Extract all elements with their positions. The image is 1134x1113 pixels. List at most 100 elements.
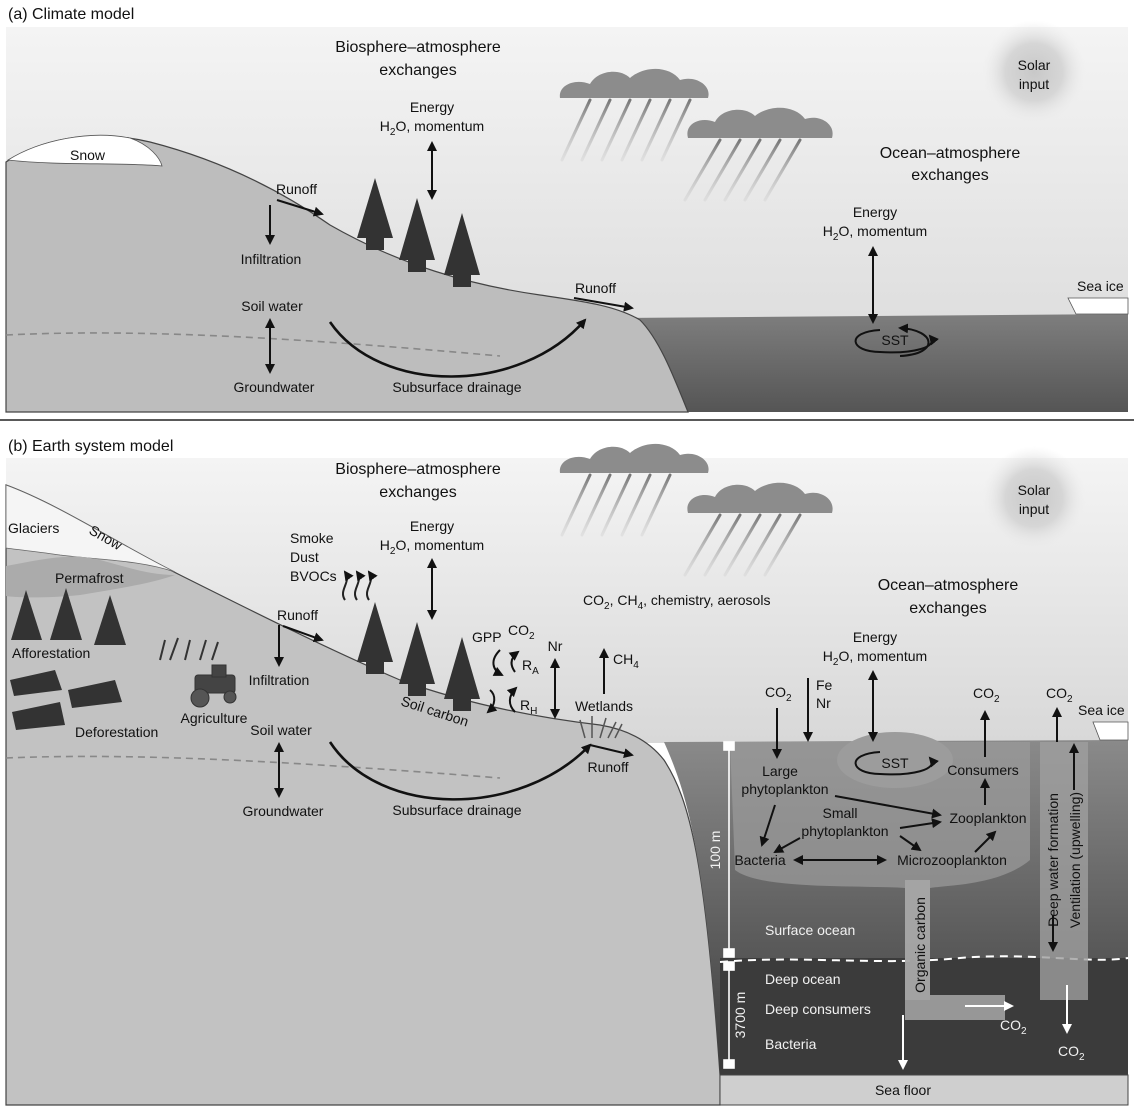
subsurface-drainage-arrow (328, 318, 587, 378)
deep-ocean-label: Deep ocean (765, 971, 841, 987)
sea-ice-label: Sea ice (1077, 278, 1124, 294)
wetlands-grass-icon (579, 716, 623, 739)
h2o-momentum-label: H2O, momentum (380, 118, 484, 138)
smoke-icon (342, 570, 378, 601)
nr-label: Nr (548, 638, 563, 654)
ocean-h2o-momentum-label: H2O, momentum (823, 648, 927, 668)
biosphere-exchanges-label: Biosphere–atmosphere (335, 461, 501, 478)
deforestation-label: Deforestation (75, 724, 158, 740)
energy-label: Energy (410, 99, 454, 115)
permafrost-band (6, 556, 175, 598)
solar-input-label: Solar (1018, 57, 1051, 73)
gpp-label: GPP (472, 629, 502, 645)
cloud-icon (687, 107, 833, 138)
energy-label: Energy (410, 518, 454, 534)
small-phyto-to-zoo-arrow (899, 818, 942, 829)
large-phyto-label: Large (762, 763, 798, 779)
groundwater-label: Groundwater (234, 379, 315, 395)
biosphere-exchanges-label: exchanges (379, 484, 456, 501)
sst-cycle-arrow (898, 323, 930, 357)
infiltration-label: Infiltration (241, 251, 302, 267)
runoff-arrow (276, 199, 324, 217)
afforestation-tree-icon (11, 590, 42, 640)
cloud-icon (559, 68, 709, 98)
trees-a (357, 178, 480, 287)
subsurface-drainage-arrow (328, 741, 592, 801)
consumers-label: Consumers (947, 762, 1019, 778)
rh-label: RH (520, 697, 537, 717)
deep-bacteria-label: Bacteria (765, 1036, 817, 1052)
clouds-b (559, 443, 833, 577)
ocean-energy-label: Energy (853, 629, 897, 645)
land-a (5, 135, 689, 413)
co2-outgassing-label: CO2 (1046, 685, 1073, 705)
subsurface-drainage-label: Subsurface drainage (392, 802, 521, 818)
co2-consumers-label: CO2 (973, 685, 1000, 705)
cloud-icon (687, 482, 833, 513)
small-phyto-to-bacteria-arrow (773, 837, 801, 853)
solar-input-sun-a (982, 20, 1086, 124)
deep-water-formation-label: Deep water formation (1045, 793, 1061, 927)
small-phyto-label: phytoplankton (801, 823, 888, 839)
arrows-b (274, 558, 1079, 952)
sea-floor (719, 1074, 1129, 1106)
sea-ice-a (1067, 297, 1129, 315)
permafrost-label: Permafrost (55, 570, 124, 586)
sst-region-b (837, 732, 953, 788)
organic-carbon-flow (905, 880, 1005, 1020)
sst-label: SST (881, 332, 909, 348)
bacteria-label: Bacteria (734, 852, 786, 868)
small-phyto-to-micro-arrow (899, 835, 922, 852)
large-phyto-to-bacteria-arrow (759, 804, 776, 847)
sst-label: SST (881, 755, 909, 771)
glaciers-label: Glaciers (8, 520, 59, 536)
wetlands-label: Wetlands (575, 698, 633, 714)
afforestation-tree-icon (94, 595, 126, 645)
agriculture-icon (159, 637, 237, 708)
rh-arrow (506, 686, 518, 713)
infiltration-label: Infiltration (249, 672, 310, 688)
ventilation-label: Ventilation (upwelling) (1067, 792, 1083, 928)
panel-a-title: (a) Climate model (8, 6, 134, 23)
tree-icon (444, 213, 480, 287)
solar-input-label: input (1019, 76, 1049, 92)
snow-b (5, 484, 176, 573)
ventilation-column (1040, 742, 1088, 1000)
panel-a: (a) Climate model Biosphere–atmosphere e… (5, 6, 1129, 413)
depth-scale (723, 741, 735, 1069)
biosphere-exchanges-label: Biosphere–atmosphere (335, 39, 501, 56)
depth-100-label: 100 m (707, 831, 723, 870)
nr-ocean-label: Nr (816, 695, 831, 711)
ocean-ecosystem-region (730, 742, 1030, 1000)
gpp-arrow (492, 649, 504, 676)
runoff-arrow-2 (573, 297, 634, 312)
snow-cap-a (6, 134, 163, 167)
sea-ice-label: Sea ice (1078, 702, 1125, 718)
deep-consumers-label: Deep consumers (765, 1001, 871, 1017)
soil-water-label: Soil water (241, 298, 303, 314)
white-arrows-b (898, 985, 1072, 1070)
panel-b-title: (b) Earth system model (8, 438, 173, 455)
runoff-arrow (282, 625, 324, 643)
runoff-label: Runoff (276, 181, 317, 197)
agriculture-label: Agriculture (181, 710, 248, 726)
large-phyto-label: phytoplankton (741, 781, 828, 797)
groundwater-label: Groundwater (243, 803, 324, 819)
felled-tree-icon (68, 680, 122, 708)
arrows-a (265, 141, 939, 378)
clouds-a (559, 68, 833, 202)
runoff-label-2: Runoff (575, 280, 616, 296)
h2o-momentum-label: H2O, momentum (380, 537, 484, 557)
tree-icon (444, 637, 480, 711)
sst-cycle-arrow (854, 751, 939, 776)
large-phyto-to-zoo-arrow (834, 795, 942, 819)
tree-icon (357, 178, 393, 250)
ocean-a (620, 314, 1128, 412)
chemistry-aerosols-label: CO2, CH4, chemistry, aerosols (583, 592, 770, 612)
organic-carbon-label: Organic carbon (912, 897, 928, 993)
small-phyto-label: Small (822, 805, 857, 821)
ocean-exchanges-label: Ocean–atmosphere (880, 145, 1021, 162)
rain-icon (560, 98, 802, 202)
fe-label: Fe (816, 677, 833, 693)
